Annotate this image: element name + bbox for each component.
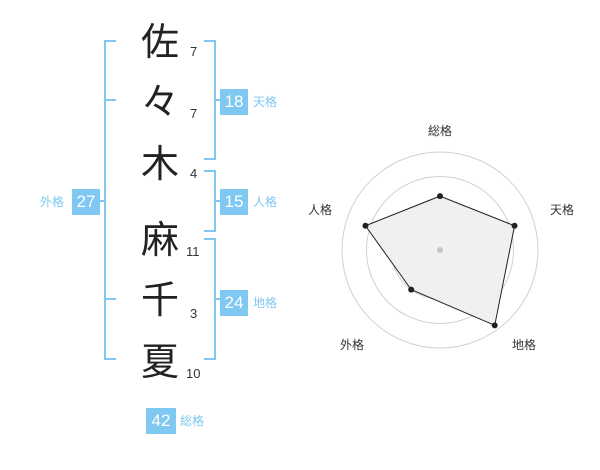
soukaku-value-badge: 42	[146, 408, 176, 434]
radar-point-4	[362, 222, 369, 229]
jinkaku-label: 人格	[253, 195, 278, 209]
name-char-3: 木	[140, 142, 179, 186]
tenkaku-label: 天格	[253, 95, 278, 109]
radar-point-0	[437, 193, 443, 200]
name-char-5: 千	[140, 278, 179, 322]
jinkaku-bracket	[204, 170, 216, 232]
stroke-count-3: 4	[190, 166, 198, 181]
chikaku-bracket	[204, 238, 216, 360]
radar-center-dot	[437, 247, 443, 253]
gaikaku-bracket	[104, 40, 116, 360]
soukaku-label: 総格	[180, 414, 205, 428]
name-char-6: 夏	[140, 340, 179, 384]
stroke-count-6: 10	[186, 366, 201, 381]
chikaku-label: 地格	[253, 296, 278, 310]
radar-grid-ring-4	[341, 151, 539, 349]
radar-svg	[341, 151, 539, 349]
radar-axis-label-tenkaku: 天格	[549, 203, 574, 217]
gaikaku-bracket-tick-upper	[104, 99, 116, 101]
gaikaku-bracket-tick-lower	[104, 298, 116, 300]
radar-point-2	[491, 322, 498, 329]
jinkaku-bracket-arm	[216, 200, 222, 202]
radar-series-polygon	[364, 195, 516, 327]
radar-axis-label-jinkaku: 人格	[307, 203, 332, 217]
tenkaku-value-badge: 18	[220, 89, 248, 115]
stroke-count-2: 7	[190, 106, 198, 121]
tenkaku-bracket-arm	[216, 99, 222, 101]
name-char-4: 麻	[140, 218, 179, 262]
name-char-2: 々	[140, 80, 179, 124]
stroke-count-4: 11	[186, 244, 200, 259]
gaikaku-value-badge: 27	[72, 189, 100, 215]
gaikaku-bracket-arm	[98, 200, 104, 202]
radar-axis-label-chikaku: 地格	[511, 338, 536, 352]
radar-axis-label-gaikaku: 外格	[339, 338, 364, 352]
radar-axis-label-soukaku: 総格	[427, 124, 452, 138]
stroke-count-1: 7	[190, 44, 198, 59]
radar-grid-ring-3	[366, 176, 514, 324]
gaikaku-label: 外格	[40, 195, 65, 209]
radar-point-3	[408, 286, 415, 293]
name-char-1: 佐	[140, 20, 179, 64]
stroke-count-5: 3	[190, 306, 198, 321]
radar-point-1	[511, 222, 518, 229]
chikaku-value-badge: 24	[220, 290, 248, 316]
chikaku-bracket-arm	[216, 298, 222, 300]
jinkaku-value-badge: 15	[220, 189, 248, 215]
tenkaku-bracket	[204, 40, 216, 160]
